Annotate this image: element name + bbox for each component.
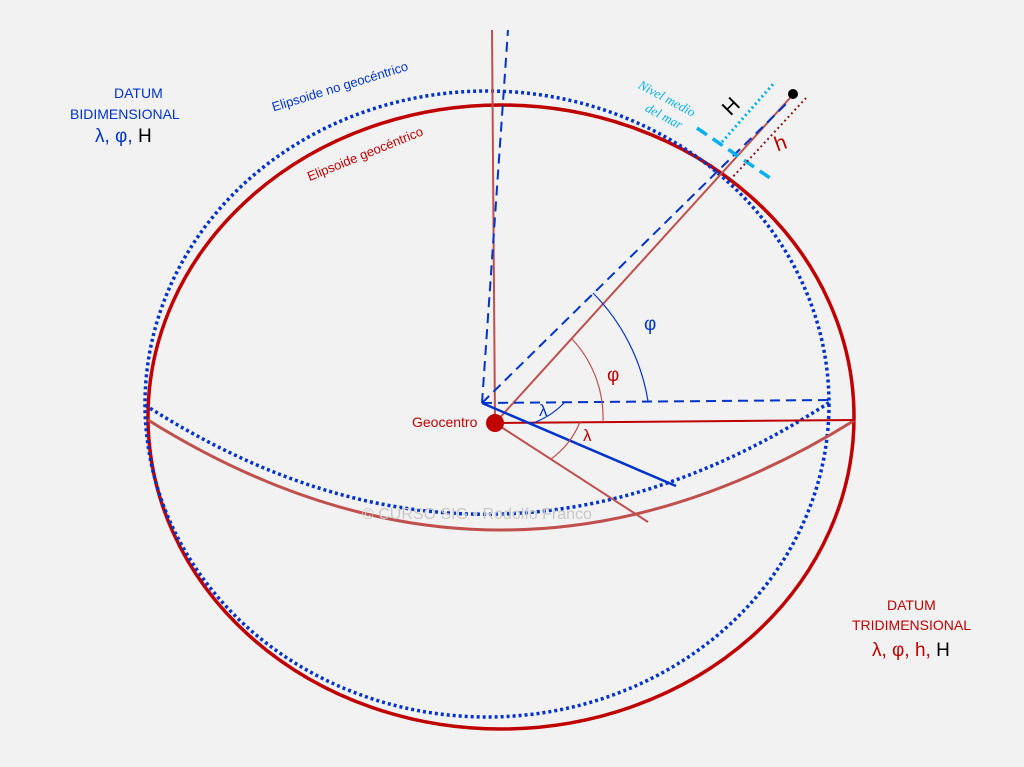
datum-3d-lambda-phi: λ, φ, [872,640,910,661]
lambda-red-label: λ [583,426,592,445]
blue-phi-arc [592,292,649,402]
red-normal [494,97,791,424]
datum-2d-H: H [137,126,152,147]
non-geocentric-equator [144,400,831,516]
H-dotted-line [720,81,777,143]
red-lambda-arc [550,421,581,460]
datum-3d-coords: λ, φ, h, H [872,640,950,662]
h-dotted-line [729,97,807,181]
geocentric-ellipsoid [146,103,856,731]
datum-3d-h: h, [914,640,931,661]
lambda-blue-label: λ [539,401,548,420]
blue-normal [481,99,791,404]
sea-level-line [696,126,771,180]
point-marker [788,89,798,99]
datum-3d-title-2: TRIDIMENSIONAL [852,617,972,633]
red-phi-arc [571,338,604,423]
datum-3d-H: H [936,640,950,661]
blue-equator-radius [481,399,831,404]
datum-3d-title-1: DATUM [887,597,936,613]
red-equator-radius [494,419,856,424]
geocentric-equator [147,418,856,532]
blue-lambda-arc [529,402,565,425]
geocenter-label: Geocentro [412,414,478,430]
red-meridian-radius [494,422,649,523]
blue-meridian-radius [481,401,677,488]
datum-2d-coords: λ, φ, H [95,126,152,148]
datum-2d-title-2: BIDIMENSIONAL [70,106,180,122]
datum-2d-lambda-phi: λ, φ, [95,126,133,147]
geocenter-dot [486,414,504,432]
datum-2d-title-1: DATUM [114,85,163,101]
blue-polar-axis [481,29,509,404]
watermark: © CURSO SIG • Rodolfo Franco [362,506,592,523]
phi-red-label: φ [607,365,620,386]
phi-blue-label: φ [644,314,657,335]
